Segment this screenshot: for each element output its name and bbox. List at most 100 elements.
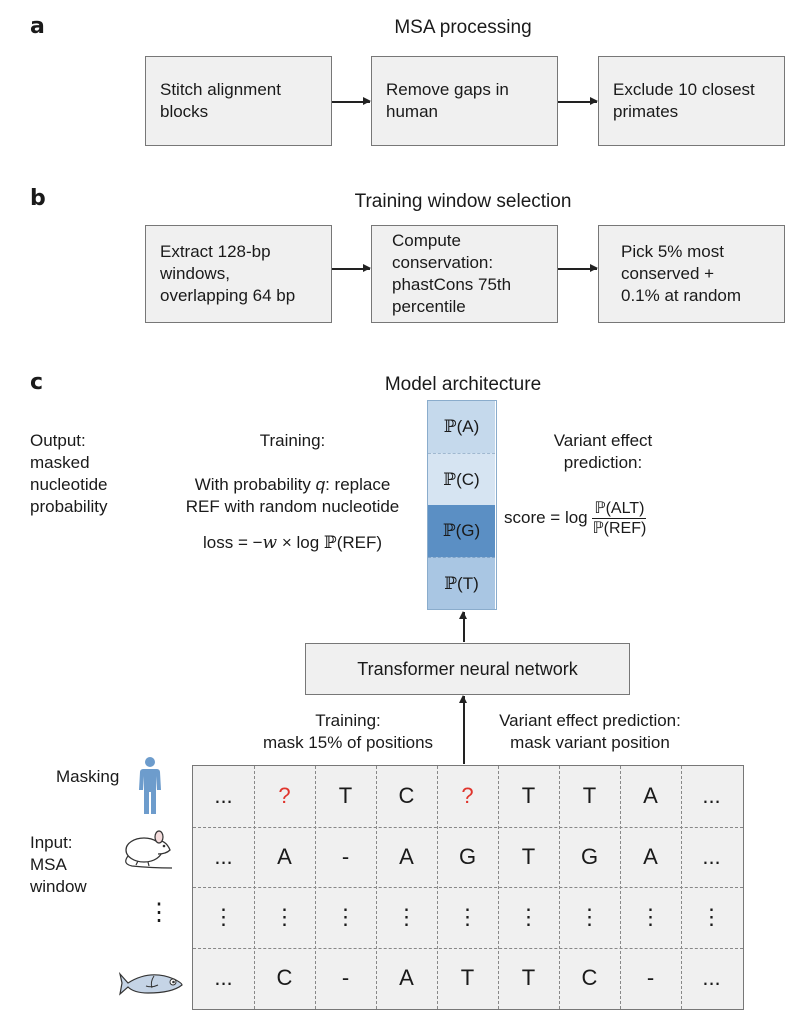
step-text: Remove gaps in [386, 80, 509, 99]
arrow-right [332, 265, 371, 271]
prob-t-cell: ℙ(T) [428, 557, 495, 609]
grid-row-divider [193, 947, 743, 949]
msa-cell: ... [702, 843, 721, 869]
panel-a-title: MSA processing [394, 17, 532, 38]
msa-cell: T [582, 783, 597, 809]
step-exclude-primates: Exclude 10 closest primates [598, 56, 785, 146]
step-text: conservation: [392, 253, 494, 272]
step-text: Exclude 10 closest [613, 80, 755, 99]
prob-c-cell: ℙ(C) [428, 453, 495, 505]
msa-cell: ⋮ [578, 904, 601, 930]
masking-label: Masking [56, 767, 120, 786]
output-label-line: nucleotide [30, 475, 108, 494]
step-text: Extract 128-bp [160, 242, 271, 261]
msa-cell: T [521, 964, 536, 990]
training-description: Training: With probability q: replace RE… [170, 430, 415, 554]
msa-cell: ... [214, 964, 233, 990]
msa-cell: ⋮ [456, 904, 479, 930]
msa-cell: ... [214, 843, 233, 869]
training-line2: REF with random nucleotide [185, 497, 400, 516]
transformer-box: Transformer neural network [305, 643, 630, 695]
panel-c-letter: c [30, 370, 44, 395]
step-text: primates [613, 102, 679, 121]
msa-cell: ⋮ [639, 904, 662, 930]
step-text: percentile [392, 297, 466, 316]
output-probability-stack: ℙ(A) ℙ(C) ℙ(G) ℙ(T) [427, 400, 497, 610]
step-text: blocks [160, 102, 209, 121]
msa-cell: A [277, 843, 292, 869]
msa-cell: A [399, 843, 414, 869]
training-line1: With probability q: replace [194, 475, 391, 494]
msa-cell: A [643, 783, 658, 809]
step-text: Compute [392, 231, 461, 250]
msa-cell: T [521, 783, 536, 809]
msa-cell: ⋮ [700, 904, 723, 930]
msa-cell: ... [702, 964, 721, 990]
vep-description: Variant effect prediction: [508, 430, 698, 474]
prob-a-cell: ℙ(A) [428, 401, 495, 453]
input-label-line: MSA [30, 855, 67, 874]
human-icon [139, 757, 161, 814]
arrow-right [558, 98, 598, 104]
step-compute-conservation: Compute conservation: phastCons 75th percen… [371, 225, 558, 323]
step-stitch-alignment: Stitch alignment blocks [145, 56, 332, 146]
mask-training-line: mask 15% of positions [262, 733, 434, 752]
msa-cell: C [398, 783, 415, 809]
msa-cell: ... [214, 783, 233, 809]
msa-cell: T [460, 964, 475, 990]
step-text: human [386, 102, 438, 121]
msa-cell: ⋮ [273, 904, 296, 930]
msa-cell: C [581, 964, 598, 990]
transformer-label: Transformer neural network [357, 659, 578, 679]
step-text: conserved + [621, 264, 715, 283]
output-label-line: Output: [30, 431, 86, 450]
msa-cell: - [341, 964, 350, 990]
msa-cell: G [580, 843, 599, 869]
step-text: overlapping 64 bp [160, 286, 296, 305]
panel-a-letter: a [30, 14, 45, 39]
fish-icon [118, 971, 183, 996]
row-ellipsis: ⋮ [147, 899, 171, 926]
msa-cell: ⋮ [517, 904, 540, 930]
loss-formula: loss = −w × log ℙ(REF) [202, 533, 383, 553]
masked-position-cell: ? [278, 783, 291, 809]
arrow-up [460, 611, 466, 642]
msa-cell: G [458, 843, 477, 869]
mask-training-text: Training: mask 15% of positions [238, 710, 458, 754]
step-text: 0.1% at random [621, 286, 742, 305]
step-extract-windows: Extract 128-bp windows, overlapping 64 bp [145, 225, 332, 323]
prob-g-cell: ℙ(G) [428, 505, 495, 557]
score-formula: score = log ℙ(ALT)ℙ(REF) [504, 500, 647, 537]
panel-b-title: Training window selection [354, 191, 572, 212]
panel-b-letter: b [30, 186, 46, 211]
panel-c-title: Model architecture [384, 374, 542, 395]
step-text: phastCons 75th [392, 275, 512, 294]
msa-cell: - [646, 964, 655, 990]
vep-heading: Variant effect [553, 431, 653, 450]
training-heading: Training: [259, 431, 326, 450]
arrow-up [460, 695, 466, 764]
msa-cell: ... [702, 783, 721, 809]
arrow-right [332, 98, 371, 104]
vep-heading: prediction: [563, 453, 643, 472]
input-label-line: window [30, 877, 87, 896]
mouse-icon [125, 830, 173, 869]
mask-vep-text: Variant effect prediction: mask variant … [470, 710, 710, 754]
msa-cell: ⋮ [334, 904, 357, 930]
mask-training-line: Training: [315, 711, 381, 730]
input-label: Input: MSA window [30, 832, 87, 898]
msa-cell: A [643, 843, 658, 869]
masked-position-cell: ? [461, 783, 474, 809]
mask-vep-line: Variant effect prediction: [499, 711, 681, 730]
step-text: windows, [160, 264, 230, 283]
msa-cell: - [341, 843, 350, 869]
msa-cell: T [338, 783, 353, 809]
msa-cell: ⋮ [212, 904, 235, 930]
grid-row-divider [193, 887, 743, 888]
step-text: Stitch alignment [160, 80, 281, 99]
msa-cell: A [399, 964, 414, 990]
output-label-line: probability [30, 497, 108, 516]
output-label: Output: masked nucleotide probability [30, 430, 108, 518]
